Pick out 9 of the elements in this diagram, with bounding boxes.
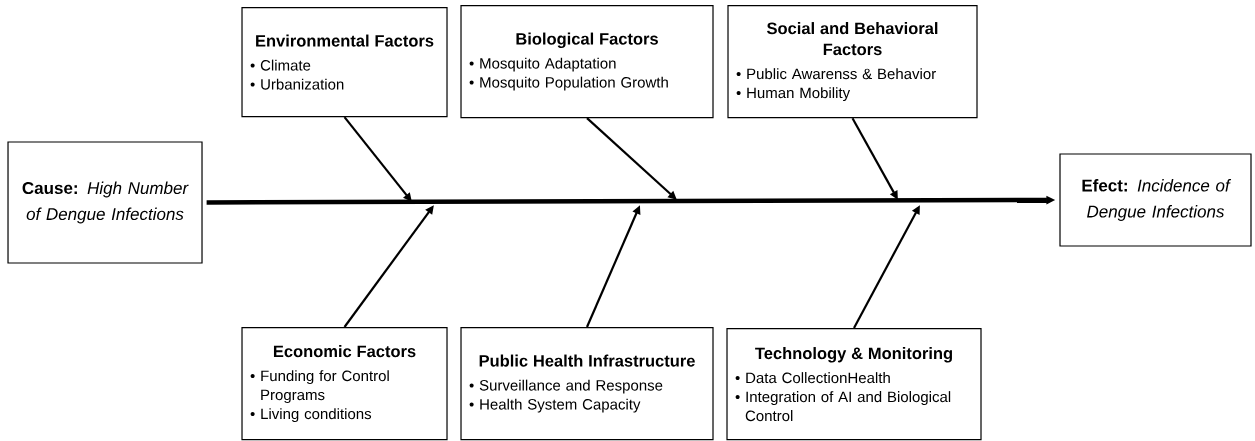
category-box: Environmental Factors • Climate • Urbanization bbox=[241, 7, 448, 118]
effect-box: Efect: Incidence of Dengue Infections bbox=[1059, 153, 1252, 247]
category-box: Public Health Infrastructure • Surveillance and Response • Health System Capacity bbox=[460, 327, 714, 441]
category-box: Social and Behavioral Factors • Public Awarenss & Behavior • Human Mobility bbox=[727, 5, 978, 119]
category-box: Economic Factors • Funding for Control Programs • Living conditions bbox=[241, 327, 448, 441]
category-box: Biological Factors • Mosquito Adaptation • Mosquito Population Growth bbox=[460, 5, 714, 119]
category-box: Technology & Monitoring • Data CollectionHealth • Integration of AI and Biological Control bbox=[726, 327, 982, 441]
arrow bbox=[586, 117, 677, 200]
cause-box: Cause: High Number of Dengue Infections bbox=[7, 141, 203, 264]
